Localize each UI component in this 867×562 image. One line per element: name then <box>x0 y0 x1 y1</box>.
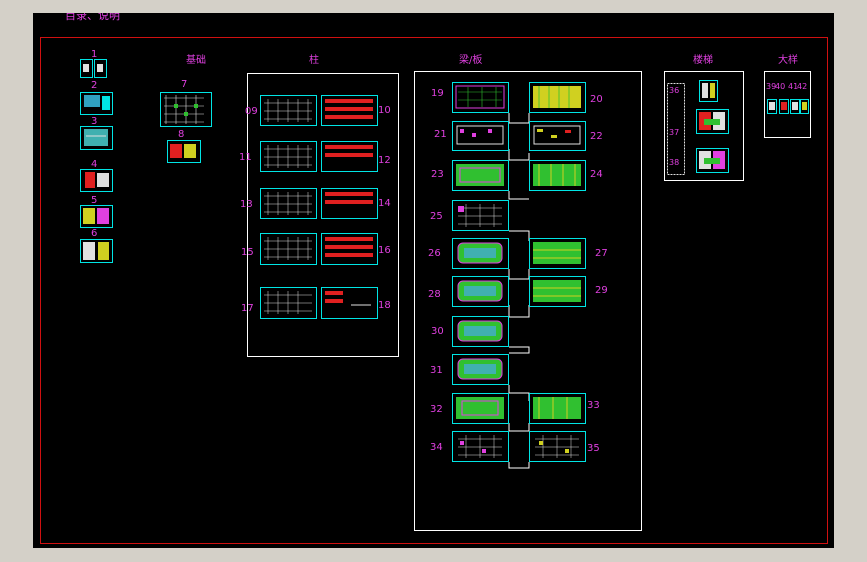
cad-model-space[interactable]: 目录、说明 基础 柱 梁/板 楼梯 大样 1 2 3 4 5 6 7 8 09 … <box>33 13 834 548</box>
sheet-beam-29[interactable] <box>529 276 586 307</box>
label-beam-slab: 梁/板 <box>459 55 483 66</box>
sheet-stair-36[interactable] <box>699 80 718 102</box>
num-beam-28: 28 <box>428 289 441 300</box>
sheet-foundation-8[interactable] <box>167 140 201 163</box>
num-detail-41: 41 <box>788 82 799 91</box>
sheet-beam-20[interactable] <box>529 82 586 113</box>
sheet-beam-26[interactable] <box>452 238 509 269</box>
sheet-beam-31[interactable] <box>452 354 509 385</box>
sheet-detail-40[interactable] <box>779 99 789 114</box>
num-beam-32: 32 <box>430 404 443 415</box>
num-detail-42: 42 <box>797 82 808 91</box>
num-stair-37: 37 <box>669 128 680 137</box>
sheet-stair-38[interactable] <box>696 148 729 173</box>
num-stair-38: 38 <box>669 158 680 167</box>
num-col-12: 12 <box>378 155 391 166</box>
num-dir-3: 3 <box>91 116 98 127</box>
num-beam-26: 26 <box>428 248 441 259</box>
num-beam-29: 29 <box>595 285 608 296</box>
num-beam-27: 27 <box>595 248 608 259</box>
num-beam-30: 30 <box>431 326 444 337</box>
sheet-dir-6[interactable] <box>80 239 113 263</box>
sheet-stair-list[interactable] <box>667 83 685 175</box>
frame-detail <box>764 71 811 138</box>
sheet-dir-1[interactable] <box>80 59 107 79</box>
label-foundation: 基础 <box>186 55 206 66</box>
num-dir-2: 2 <box>91 80 98 91</box>
sheet-beam-35[interactable] <box>529 431 586 462</box>
num-dir-6: 6 <box>91 228 98 239</box>
num-beam-31: 31 <box>430 365 443 376</box>
sheet-beam-23[interactable] <box>452 160 509 191</box>
sheet-detail-42[interactable] <box>800 99 809 114</box>
num-stair-36: 36 <box>669 86 680 95</box>
sheet-beam-25[interactable] <box>452 200 509 231</box>
sheet-foundation-7[interactable] <box>160 92 212 127</box>
num-beam-35: 35 <box>587 443 600 454</box>
sheet-beam-24[interactable] <box>529 160 586 191</box>
sheet-beam-27[interactable] <box>529 238 586 269</box>
sheet-detail-41[interactable] <box>790 99 800 114</box>
sheet-dir-3[interactable] <box>80 126 113 150</box>
num-dir-4: 4 <box>91 159 98 170</box>
sheet-column-10[interactable] <box>321 95 378 126</box>
num-beam-25: 25 <box>430 211 443 222</box>
sheet-beam-28[interactable] <box>452 276 509 307</box>
sheet-column-14[interactable] <box>321 188 378 219</box>
frame-beam-slab <box>414 71 642 531</box>
sheet-detail-39[interactable] <box>767 99 777 114</box>
sheet-dir-2[interactable] <box>80 92 113 115</box>
num-beam-19: 19 <box>431 88 444 99</box>
sheet-column-12[interactable] <box>321 141 378 172</box>
sheet-beam-19[interactable] <box>452 82 509 113</box>
num-detail-39: 39 <box>766 82 777 91</box>
sheet-beam-22[interactable] <box>529 121 586 151</box>
sheet-column-09[interactable] <box>260 95 317 126</box>
num-col-13: 13 <box>240 199 253 210</box>
frame-column <box>247 73 399 357</box>
num-beam-34: 34 <box>430 442 443 453</box>
num-col-16: 16 <box>378 245 391 256</box>
label-column: 柱 <box>309 55 319 66</box>
sheet-beam-33[interactable] <box>529 393 586 424</box>
sheet-column-11[interactable] <box>260 141 317 172</box>
frame-stair <box>664 71 744 181</box>
num-dir-5: 5 <box>91 195 98 206</box>
num-found-7: 7 <box>181 79 188 90</box>
sheet-dir-5[interactable] <box>80 205 113 228</box>
sheet-column-16[interactable] <box>321 233 378 265</box>
num-beam-24: 24 <box>590 169 603 180</box>
sheet-column-13[interactable] <box>260 188 317 219</box>
sheet-dir-4[interactable] <box>80 169 113 192</box>
num-beam-33: 33 <box>587 400 600 411</box>
title-directory: 目录、说明 <box>65 13 120 22</box>
num-dir-1: 1 <box>91 49 98 60</box>
num-found-8: 8 <box>178 129 185 140</box>
num-col-11: 11 <box>239 152 252 163</box>
sheet-column-15[interactable] <box>260 233 317 265</box>
num-col-09: 09 <box>245 106 258 117</box>
sheet-column-17[interactable] <box>260 287 317 319</box>
label-stair: 楼梯 <box>693 55 713 66</box>
num-col-15: 15 <box>241 247 254 258</box>
num-beam-22: 22 <box>590 131 603 142</box>
sheet-beam-34[interactable] <box>452 431 509 462</box>
num-detail-40: 40 <box>775 82 786 91</box>
drawing-border <box>40 37 828 544</box>
sheet-beam-32[interactable] <box>452 393 509 424</box>
num-col-17: 17 <box>241 303 254 314</box>
num-beam-20: 20 <box>590 94 603 105</box>
sheet-beam-30[interactable] <box>452 316 509 347</box>
sheet-stair-37[interactable] <box>696 109 729 134</box>
num-col-10: 10 <box>378 105 391 116</box>
num-beam-21: 21 <box>434 129 447 140</box>
label-detail: 大样 <box>778 55 798 66</box>
num-col-18: 18 <box>378 300 391 311</box>
num-beam-23: 23 <box>431 169 444 180</box>
sheet-column-18[interactable] <box>321 287 378 319</box>
num-col-14: 14 <box>378 198 391 209</box>
sheet-beam-21[interactable] <box>452 121 509 151</box>
